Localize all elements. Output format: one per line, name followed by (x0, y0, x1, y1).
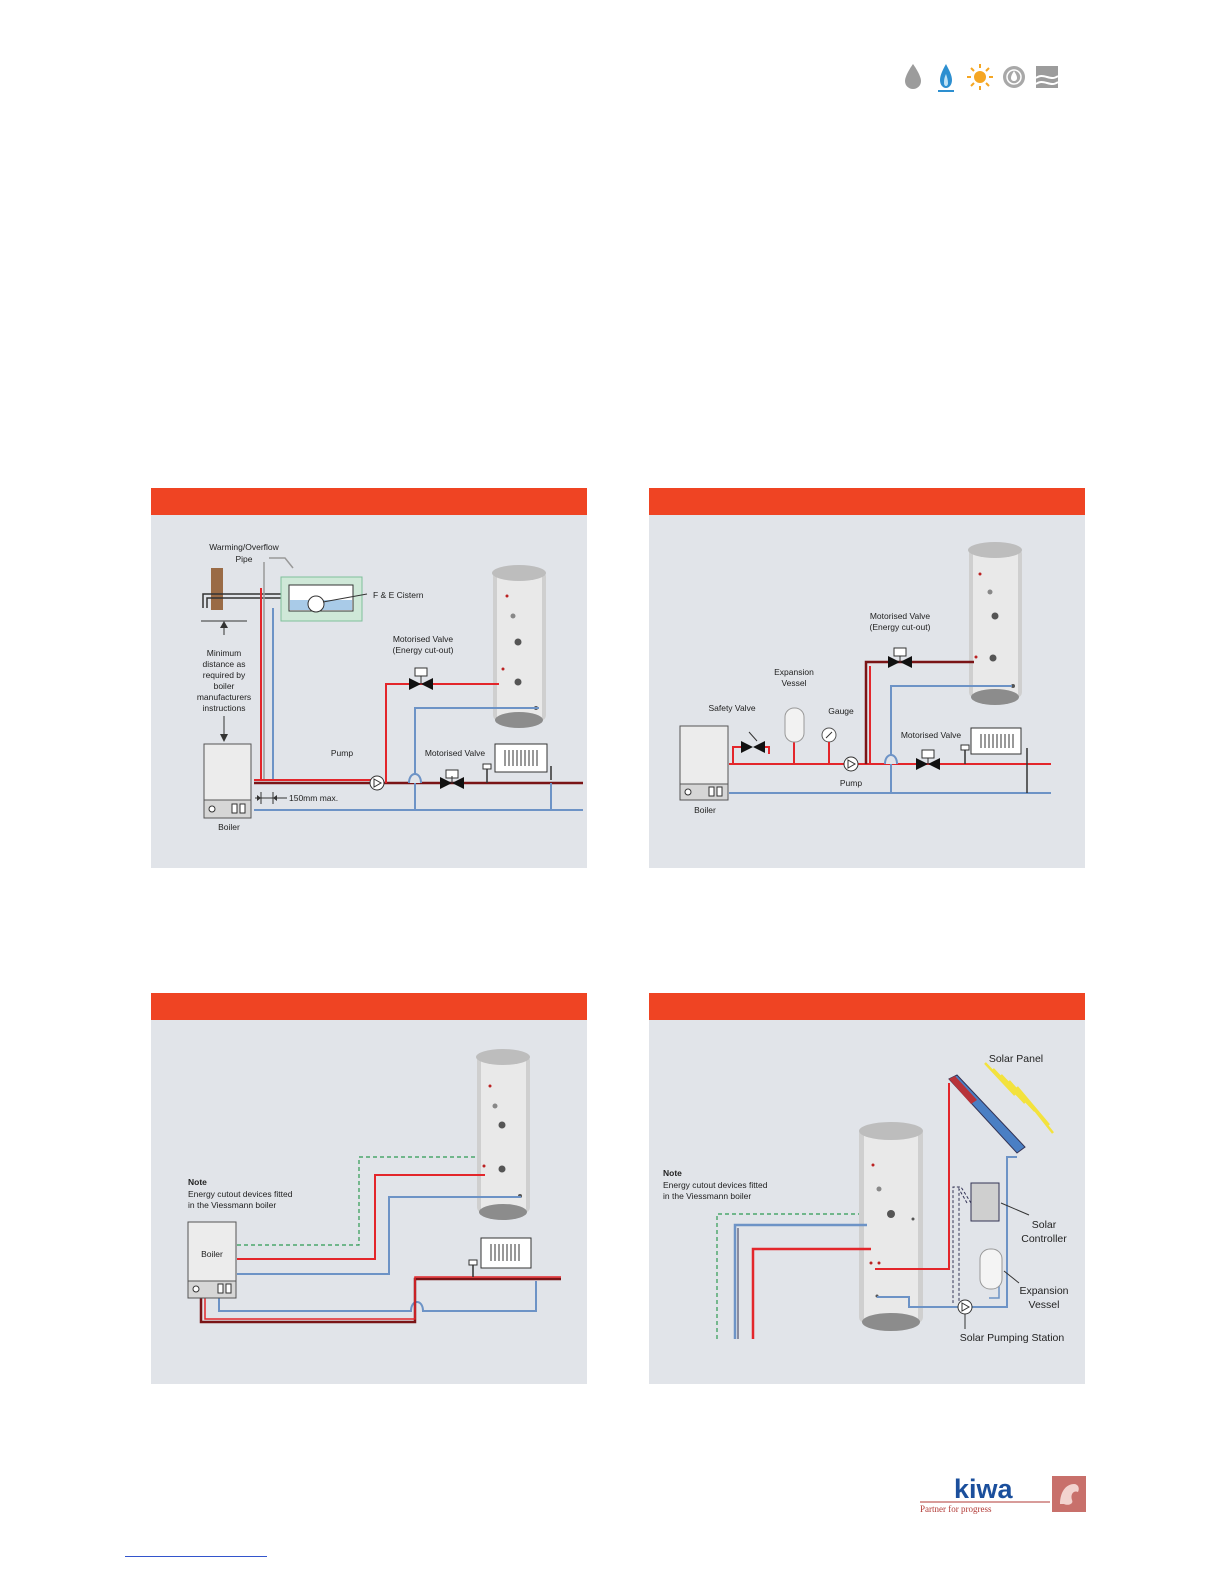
pumping-station-label: Solar Pumping Station (960, 1332, 1065, 1344)
controller-label: Controller (1021, 1233, 1067, 1245)
motorised-valve-heating (916, 749, 940, 770)
diagram-sealed-system: Motorised Valve (Energy cut-out) Expansi… (649, 488, 1085, 868)
motorised-valve-label-2: Motorised Valve (901, 730, 962, 740)
motorised-valve-label-1: Motorised Valve (870, 611, 931, 621)
spacing-label: 150mm max. (289, 793, 338, 803)
motorised-valve-label-2: Motorised Valve (425, 748, 486, 758)
min-distance-line-4: boiler (214, 681, 235, 691)
warming-overflow-label: Warming/Overflow (209, 542, 279, 552)
wall (211, 568, 223, 610)
oil-icon (1003, 66, 1025, 88)
pump-label: Pump (331, 748, 353, 758)
safety-valve (732, 731, 770, 764)
solar-label: Solar (1032, 1219, 1057, 1231)
note-title: Note (663, 1168, 682, 1178)
brand-name: kiwa (954, 1474, 1014, 1504)
boiler-label: Boiler (694, 805, 716, 815)
panel-header-bar (649, 488, 1085, 515)
motorised-valve-energy-cutout (409, 667, 433, 690)
min-distance-line-5: manufacturers (197, 692, 251, 702)
note-title: Note (188, 1177, 207, 1187)
hot-water-cylinder (492, 565, 546, 728)
boiler (679, 725, 729, 801)
note-line-2: in the Viessmann boiler (663, 1191, 751, 1201)
expansion-vessel (979, 1248, 1003, 1290)
panel-header-bar (151, 488, 587, 515)
pressure-gauge (821, 727, 837, 764)
note-line-1: Energy cutout devices fitted (188, 1189, 293, 1199)
warming-overflow-pipe (202, 593, 287, 608)
energy-cutout-label: (Energy cut-out) (870, 622, 931, 632)
motorised-valve-heating (440, 769, 464, 789)
solar-panel (948, 1074, 1026, 1154)
kiwa-logo: kiwa Partner for progress (920, 1474, 1086, 1514)
diagram-solar: Solar Panel Note Energy cutout devices f… (649, 993, 1085, 1384)
gauge-label: Gauge (828, 706, 854, 716)
energy-cutout-label-1: (Energy cut-out) (393, 645, 454, 655)
vessel-label: Vessel (781, 678, 806, 688)
boiler (203, 743, 252, 819)
solar-pump (957, 1299, 973, 1315)
hot-water-cylinder (968, 542, 1022, 705)
boiler-label: Boiler (201, 1249, 223, 1259)
energy-source-icons (905, 64, 1059, 92)
panel-header-bar (649, 993, 1085, 1020)
radiator (960, 727, 1022, 764)
control-line (237, 1156, 477, 1246)
min-distance-line-3: required by (203, 670, 246, 680)
pump-label: Pump (840, 778, 862, 788)
solar-controller (970, 1182, 1000, 1222)
footer-rule (125, 1556, 267, 1557)
safety-valve-label: Safety Valve (708, 703, 755, 713)
radiator (468, 1237, 532, 1277)
pump (843, 756, 859, 772)
control-line (716, 1213, 859, 1339)
hot-water-cylinder (476, 1049, 530, 1220)
expansion-label: Expansion (774, 667, 814, 677)
heat-pump-icon (1035, 66, 1059, 88)
gas-flame-icon (938, 64, 954, 92)
water-drop-icon (905, 64, 921, 89)
sun-icon (967, 64, 993, 90)
motorised-valve-label-1: Motorised Valve (393, 634, 454, 644)
expansion-vessel (784, 707, 805, 764)
min-distance-line-2: distance as (203, 659, 246, 669)
sun-rays (984, 1062, 1054, 1134)
solar-panel-label: Solar Panel (989, 1053, 1043, 1065)
vessel-label: Vessel (1029, 1299, 1060, 1311)
note-line-2: in the Viessmann boiler (188, 1200, 276, 1210)
tagline: Partner for progress (920, 1504, 992, 1514)
boiler (187, 1221, 237, 1299)
pump (369, 775, 385, 791)
boiler-label: Boiler (218, 822, 240, 832)
panel-header-bar (151, 993, 587, 1020)
pipe-label: Pipe (235, 554, 252, 564)
note-line-1: Energy cutout devices fitted (663, 1180, 768, 1190)
radiator (482, 743, 552, 783)
fe-cistern-label: F & E Cistern (373, 590, 424, 600)
diagram-open-vented: Warming/Overflow Pipe F & E Cistern Mini… (151, 488, 587, 868)
hot-water-cylinder (859, 1122, 923, 1331)
min-distance-line-6: instructions (203, 703, 246, 713)
min-distance-line-1: Minimum (207, 648, 241, 658)
diagram-viessmann-boiler: Note Energy cutout devices fitted in the… (151, 993, 587, 1384)
motorised-valve-energy-cutout (888, 647, 912, 668)
expansion-label: Expansion (1019, 1285, 1068, 1297)
